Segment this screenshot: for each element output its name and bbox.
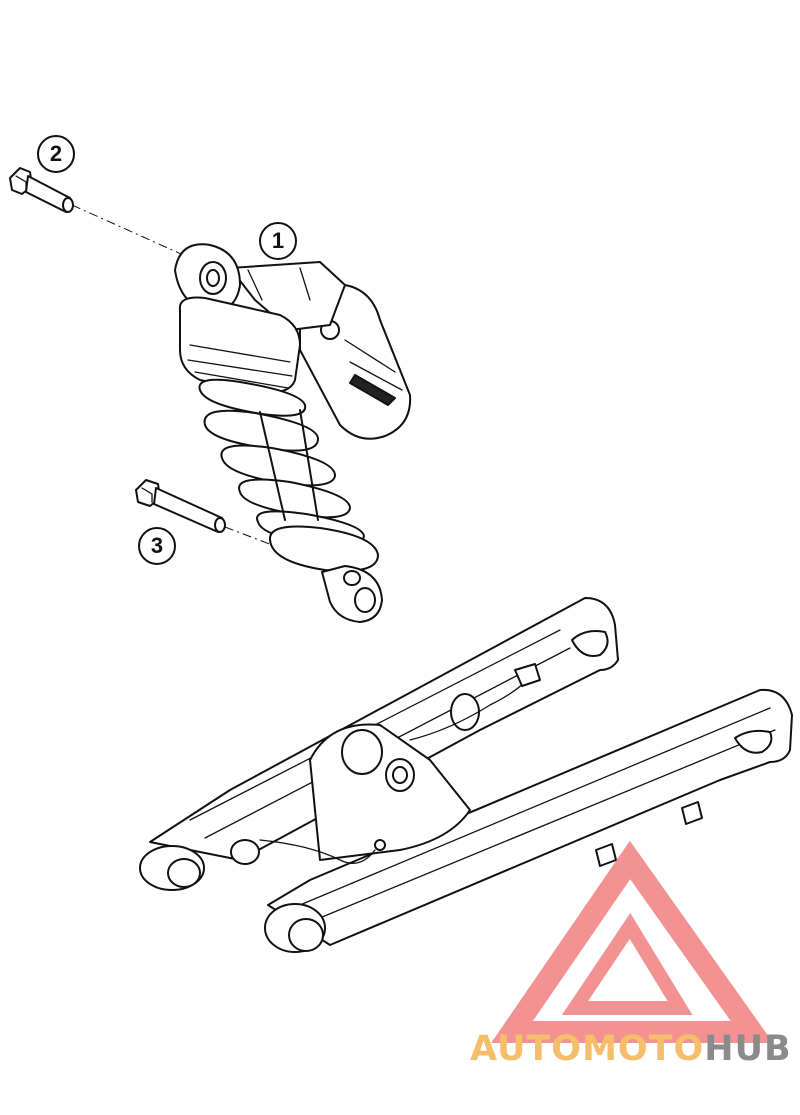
bolt-3	[135, 479, 226, 533]
callout-1-label: 1	[271, 228, 285, 253]
watermark-part-moto: MOTO	[582, 1029, 705, 1069]
watermark-part-hub: HUB	[704, 1029, 792, 1069]
swingarm	[139, 597, 793, 953]
watermark-part-auto: AUTO	[470, 1029, 583, 1069]
callout-1: 1	[259, 222, 297, 260]
shock-absorber	[174, 243, 412, 623]
callout-3: 3	[138, 527, 176, 565]
leader-line-bolt-2	[71, 204, 191, 259]
bolt-2	[9, 167, 74, 213]
callout-2: 2	[37, 135, 75, 173]
callout-3-label: 3	[150, 533, 164, 558]
callout-2-label: 2	[49, 141, 63, 166]
watermark-logo-icon	[491, 840, 774, 1043]
watermark-text: AUTOMOTOHUB	[470, 1032, 792, 1067]
